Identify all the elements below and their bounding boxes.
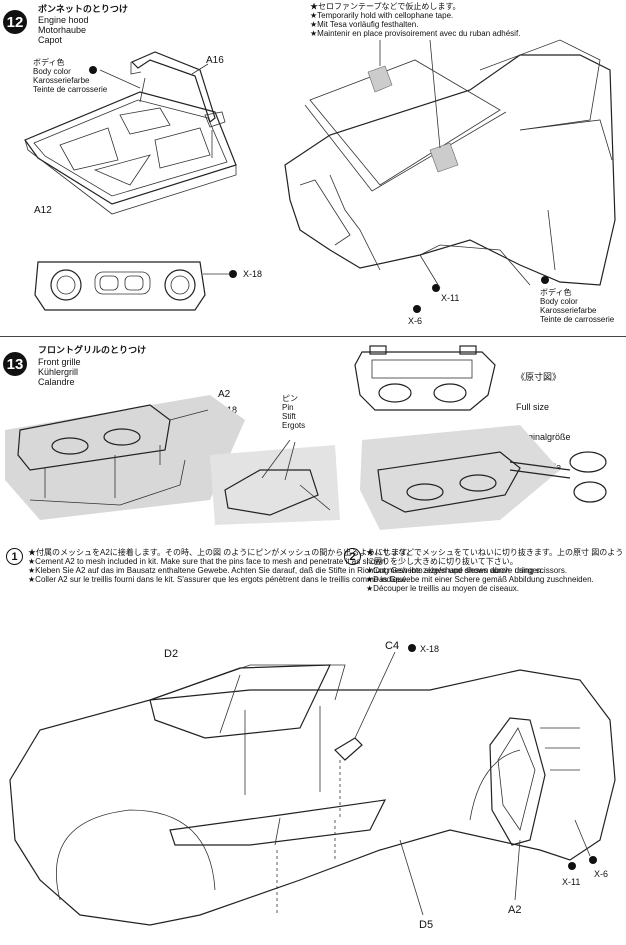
- paint-label-hood: ボディ色 Body color Karosseriefarbe Teinte d…: [33, 58, 107, 94]
- paint-en: Body color: [33, 67, 71, 76]
- step-12-title-jp: ボンネットのとりつけ: [38, 4, 128, 14]
- screw-x11-icon: [432, 284, 440, 292]
- paint2-fr: Teinte de carrosserie: [540, 315, 615, 324]
- pin-jp: ピン: [282, 394, 298, 403]
- paint-de: Karosseriefarbe: [33, 76, 90, 85]
- paint2-de: Karosseriefarbe: [540, 306, 597, 315]
- part-label-a2-top: A2: [218, 389, 231, 400]
- tape-note-jp: ★セロファンテープなどで仮止めします。: [310, 2, 461, 11]
- part-label-d5: D5: [419, 919, 434, 931]
- sub2-en: ★Cut mesh into size/shape shown above us…: [366, 566, 568, 575]
- step-divider: [0, 336, 626, 337]
- sub1-fr: ★Coller A2 sur le treillis fourni dans l…: [28, 575, 409, 584]
- paint-jp: ボディ色: [33, 58, 65, 67]
- screw-label-x18-3: X-18: [420, 644, 440, 654]
- pin-detail-sketch: [210, 439, 340, 525]
- screw-x18-icon: [229, 270, 237, 278]
- paint-dot-icon: [89, 66, 97, 74]
- screw-x11-icon-2: [568, 862, 576, 870]
- sub1-jp: ★付属のメッシュをA2に接着します。その時、上の図 のようにピンがメッシュの間か…: [28, 548, 415, 557]
- sub1-en: ★Cement A2 to mesh included in kit. Make…: [28, 557, 388, 566]
- paint2-dot-icon: [541, 276, 549, 284]
- screw-lines-step13: [399, 727, 591, 916]
- part-label-a12: A12: [34, 205, 52, 216]
- pin-de: Stift: [282, 412, 296, 421]
- screw-x6-icon: [413, 305, 421, 313]
- paint-fr: Teinte de carrosserie: [33, 85, 108, 94]
- pin-en: Pin: [282, 403, 294, 412]
- screw-label-x6-2: X-6: [594, 869, 609, 879]
- tape-note-fr: ★Maintenir en place provisoirement avec …: [310, 29, 521, 38]
- mesh-cutting: [360, 425, 560, 530]
- scissors-icon: [509, 451, 607, 503]
- tape-note-en: ★Temporarily hold with cellophane tape.: [310, 11, 454, 20]
- step-13-title-fr: Calandre: [38, 377, 75, 387]
- tape-note-de: ★Mit Tesa vorläufig festhalten.: [310, 20, 419, 29]
- pin-label: ピン Pin Stift Ergots: [282, 394, 305, 430]
- sub-step-1-number: 1: [6, 548, 23, 565]
- screw-x6-icon-2: [589, 856, 597, 864]
- part-label-c4: C4: [385, 640, 400, 652]
- fullsize-en: Full size: [516, 402, 550, 412]
- step-13-number: 13: [3, 352, 27, 376]
- car-front-step12: [284, 39, 616, 289]
- part-label-a16: A16: [206, 55, 224, 66]
- tape-note: ★セロファンテープなどで仮止めします。 ★Temporarily hold wi…: [310, 2, 520, 38]
- step-13-title-de: Kühlergrill: [38, 367, 79, 377]
- fullsize-de: Originalgröße: [516, 432, 571, 442]
- part-label-a2-bottom: A2: [508, 904, 522, 916]
- screw-label-x6-step12: X-6: [408, 316, 423, 326]
- hood-hinge-a16: [99, 51, 226, 158]
- step-12-number: 12: [3, 10, 27, 34]
- c4-part: [334, 651, 396, 820]
- grille-mesh-assembly: [5, 395, 245, 520]
- paint2-jp: ボディ色: [540, 288, 572, 297]
- step-12-title-de: Motorhaube: [38, 25, 87, 35]
- sub1-de: ★Kleben Sie A2 auf das im Bausatz enthal…: [28, 566, 544, 575]
- part-label-d2: D2: [164, 648, 179, 660]
- paint-label-body: ボディ色 Body color Karosseriefarbe Teinte d…: [540, 288, 614, 324]
- fullsize-grille: [354, 345, 496, 411]
- sub-step-2-text: ★ハサミなどでメッシュをていねいに切り抜きます。上の原寸 図のように囲りを少し大…: [366, 548, 626, 593]
- grille-part-a2-lower: [489, 717, 546, 846]
- screw-x18-icon-3: [408, 644, 416, 652]
- step-13-title-en: Front grille: [38, 357, 81, 367]
- sub-step-1-text: ★付属のメッシュをA2に接着します。その時、上の図 のようにピンがメッシュの間か…: [28, 548, 544, 584]
- step-13-title-jp: フロントグリルのとりつけ: [38, 345, 147, 355]
- sub2-jp: ★ハサミなどでメッシュをていねいに切り抜きます。上の原寸 図のように囲りを少し大…: [366, 548, 624, 566]
- paint2-en: Body color: [540, 297, 578, 306]
- screw-label-x11-2: X-11: [562, 877, 581, 887]
- sub2-de: ★Das Gewebe mit einer Schere gemäß Abbil…: [366, 575, 594, 584]
- pin-fr: Ergots: [282, 421, 306, 430]
- sub2-fr: ★Découper le treillis au moyen de ciseau…: [366, 584, 520, 593]
- step-12-title-fr: Capot: [38, 35, 63, 45]
- hood-part-a12: [24, 91, 237, 215]
- sub-step-2-number: 2: [344, 548, 361, 565]
- fullsize-jp: 《原寸図》: [516, 372, 562, 382]
- car-body-step13: [9, 664, 616, 926]
- screw-label-x18: X-18: [243, 269, 263, 279]
- step-12-title-en: Engine hood: [38, 15, 89, 25]
- grille-sketch-12: [34, 261, 230, 311]
- screw-label-x11-step12: X-11: [441, 293, 460, 303]
